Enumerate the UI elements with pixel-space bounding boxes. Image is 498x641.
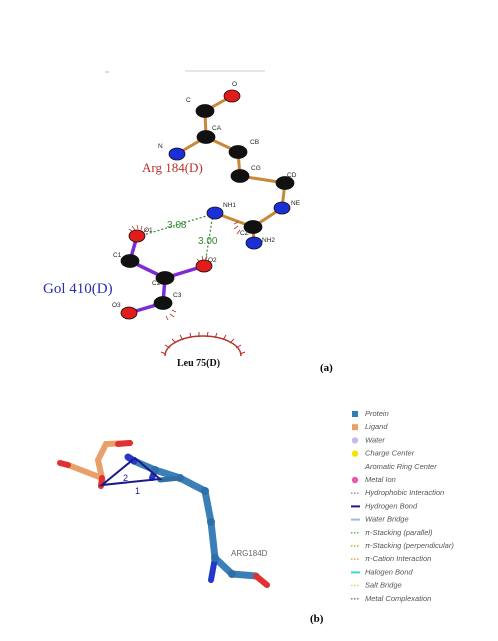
atom-o1 (128, 229, 146, 243)
legend-item: Hydrogen Bond (351, 501, 418, 510)
legend-item: Metal Complexation (351, 594, 431, 603)
legend-item: π-Cation Interaction (351, 554, 431, 563)
atom-label-o3: O3 (112, 302, 121, 309)
atom-label-ne: NE (291, 200, 301, 207)
legend-label: Water (365, 435, 385, 444)
atom-c2 (155, 271, 175, 285)
residue-label-arg184: Arg 184(D) (142, 160, 203, 175)
panel-a: O C CA N CB CG CD NE NH1 CZ NH2 O1 C1 C2… (43, 70, 333, 374)
atom-c (195, 104, 215, 118)
panel-a-tag: (a) (320, 362, 333, 374)
legend-item: Aromatic Ring Center (364, 462, 437, 471)
arg184-3d (124, 453, 270, 588)
atom-label-n: N (158, 143, 163, 150)
atom-cb (228, 145, 248, 159)
leu75-hydrophobic-arc (160, 331, 246, 357)
atom-label-o1: O1 (144, 227, 153, 234)
hbond-number-1: 1 (135, 486, 140, 496)
atom-n (168, 147, 186, 161)
atom-label-c1: C1 (113, 252, 122, 259)
residue-label-leu75: Leu 75(D) (177, 358, 220, 369)
atoms (120, 89, 295, 320)
hbond-distance-2: 3.00 (198, 236, 218, 247)
ligand-3d (57, 440, 133, 489)
hbond-lines (139, 213, 214, 265)
legend-circle-icon (351, 450, 359, 457)
legend-label: Charge Center (365, 449, 415, 458)
legend-item: Halogen Bond (351, 567, 413, 576)
legend-label: π-Stacking (parallel) (365, 528, 433, 537)
legend-label: Hydrogen Bond (365, 501, 418, 510)
legend-label: Metal Ion (365, 475, 396, 484)
atom-nh2 (245, 236, 263, 250)
legend-circle-icon (351, 476, 359, 484)
atom-o (223, 89, 241, 103)
atom-label-cg: CG (251, 165, 261, 172)
contact-arcs (128, 221, 241, 321)
legend-label: Metal Complexation (365, 594, 431, 603)
atom-c3 (153, 296, 173, 310)
atom-label-cd: CD (287, 172, 297, 179)
atom-o3 (120, 306, 138, 320)
atom-label-nh1: NH1 (223, 202, 236, 209)
hbond-distance-1: 3.08 (167, 220, 187, 231)
atom-c1 (120, 254, 140, 268)
legend-label: Aromatic Ring Center (364, 462, 437, 471)
legend-label: Salt Bridge (365, 581, 402, 590)
atom-label-o2: O2 (208, 257, 217, 264)
legend-item: Salt Bridge (351, 581, 402, 590)
hbond-number-2: 2 (123, 473, 128, 483)
hydrogen-bond-triangle: 2 1 (98, 456, 163, 496)
legend-label: Ligand (365, 422, 388, 431)
atom-label-cb: CB (250, 139, 259, 146)
panel-b-tag: (b) (310, 613, 324, 625)
legend-square-icon (352, 424, 358, 431)
atom-nh1 (206, 206, 224, 220)
legend-item: Water (351, 435, 385, 444)
atom-label-ca: CA (212, 125, 222, 132)
atom-label-nh2: NH2 (262, 237, 275, 244)
atom-label-o: O (232, 81, 237, 88)
legend-label: Hydrophobic Interaction (365, 488, 444, 497)
legend-item: Water Bridge (351, 515, 409, 524)
atom-ne (273, 201, 291, 215)
atom-label-cz: CZ (240, 230, 249, 237)
atom-label-c3: C3 (173, 292, 182, 299)
legend-item: Ligand (352, 422, 388, 431)
legend-item: Metal Ion (351, 475, 396, 484)
legend-item: π-Stacking (parallel) (351, 528, 433, 537)
legend-label: π-Stacking (perpendicular) (365, 541, 454, 550)
atom-cd (275, 176, 295, 190)
legend-label: π-Cation Interaction (365, 554, 431, 563)
legend-item: Protein (352, 409, 389, 418)
atom-labels: O C CA N CB CG CD NE NH1 CZ NH2 O1 C1 C2… (112, 81, 301, 309)
atom-o2 (195, 259, 213, 273)
atom-cg (230, 169, 250, 183)
atom-cz (243, 220, 263, 234)
legend-circle-icon (351, 437, 359, 444)
atom-ca (196, 130, 216, 144)
legend-item: Charge Center (351, 449, 415, 458)
residue-label-arg184d: ARG184D (231, 549, 268, 558)
legend-item: π-Stacking (perpendicular) (351, 541, 454, 550)
atom-label-c: C (186, 97, 191, 104)
legend-square-icon (352, 411, 358, 417)
legend-label: Water Bridge (365, 515, 409, 524)
legend-label: Protein (365, 409, 389, 418)
legend-item: Hydrophobic Interaction (351, 488, 444, 497)
legend-label: Halogen Bond (365, 567, 413, 576)
residue-label-gol410: Gol 410(D) (43, 281, 113, 297)
atom-label-c2: C2 (152, 280, 161, 287)
